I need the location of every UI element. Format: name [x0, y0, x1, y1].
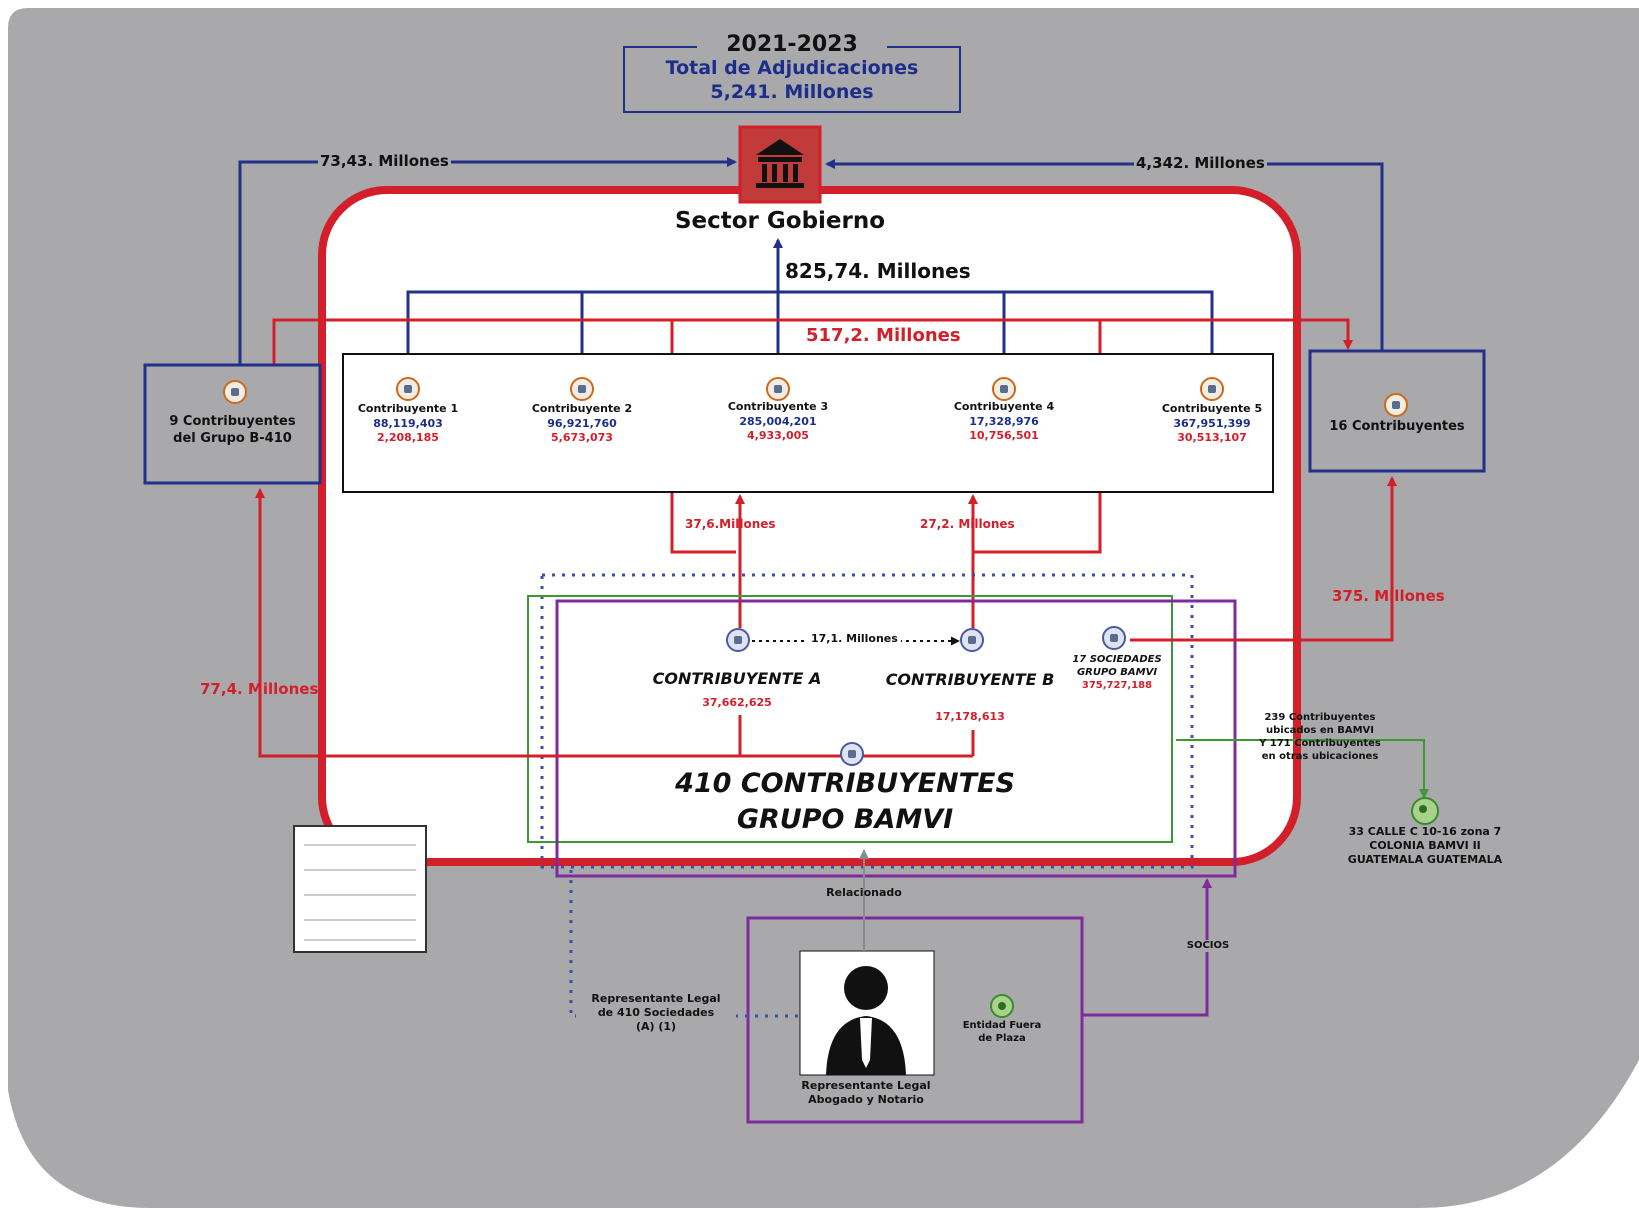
location-note-1: 239 Contribuyentes: [1264, 712, 1376, 723]
contributor-5-red: 30,513,107: [1177, 431, 1247, 444]
right-group-label: 16 Contribuyentes: [1329, 419, 1465, 434]
government-building-icon: [752, 135, 808, 191]
red-span: [269, 318, 1353, 370]
flow-center-red-label: 517,2. Millones: [806, 325, 961, 346]
contributor-4-icon: [992, 377, 1016, 401]
rep410-line1: Representante Legal: [576, 992, 736, 1006]
bamvi-purple-box: [555, 599, 1237, 878]
left-group-line2: del Grupo B-410: [173, 431, 292, 446]
contributor-3-icon: [766, 377, 790, 401]
bamvi-green-box: [527, 595, 1173, 843]
rep410-line3: (A) (1): [635, 1020, 677, 1033]
contributor-2-blue: 96,921,760: [547, 417, 617, 430]
bamvi-main-icon: [840, 742, 864, 766]
contributor-a-label: CONTRIBUYENTE A: [652, 669, 822, 688]
contributor-3-red: 4,933,005: [747, 429, 809, 442]
header-total-value: 5,241. Millones: [710, 81, 874, 103]
socios-label: SOCIOS: [1180, 940, 1236, 952]
contributor-3-name: Contribuyente 3: [727, 400, 829, 413]
contributor-2-name: Contribuyente 2: [531, 402, 633, 415]
contributor-4-blue: 17,328,976: [969, 415, 1039, 428]
flow-a-to-b-label: 17,1. Millones: [808, 632, 901, 646]
location-note-4: en otras ubicaciones: [1261, 751, 1379, 762]
header-total-label: Total de Adjudicaciones: [665, 57, 919, 79]
location-addr-3: GUATEMALA GUATEMALA: [1347, 853, 1503, 866]
contributor-5-icon: [1200, 377, 1224, 401]
contributor-1-name: Contribuyente 1: [357, 402, 459, 415]
flow-right-top-label: 4,342. Millones: [1134, 154, 1267, 173]
contributor-3-blue: 285,004,201: [739, 415, 817, 428]
sociedades-line2: GRUPO BAMVI: [1076, 667, 1158, 678]
contributor-5-name: Contribuyente 5: [1161, 402, 1263, 415]
flow-left-top-label: 73,43. Millones: [318, 152, 451, 171]
thumbnail-doc: [293, 825, 427, 953]
entity-line2: de Plaza: [978, 1033, 1026, 1044]
location-note-2: ubicados en BAMVI: [1266, 725, 1374, 736]
flow-to-left-group: [255, 488, 973, 758]
flow-left-group-label: 77,4. Millones: [200, 680, 319, 698]
flow-right-top: [825, 159, 1384, 350]
contributors-box: [342, 353, 1274, 493]
rep-legal-line1: Representante Legal: [801, 1079, 931, 1092]
rep410-line2: de 410 Sociedades: [576, 1006, 736, 1020]
bamvi-main-line2: GRUPO BAMVI: [736, 804, 954, 835]
socios-line: [1082, 878, 1212, 1017]
flow-right-group-label: 375. Millones: [1332, 587, 1445, 605]
flow-b-up-label: 27,2. Millones: [920, 517, 1015, 531]
right-group-icon: [1384, 393, 1408, 417]
left-group-line1: 9 Contribuyentes: [169, 414, 296, 429]
flow-a-up-label: 37,6.Millones: [685, 517, 776, 531]
relacionado-label: Relacionado: [826, 886, 902, 899]
bamvi-main-line1: 410 CONTRIBUYENTES: [675, 768, 1015, 799]
entity-icon: [990, 994, 1014, 1018]
contributor-4-red: 10,756,501: [969, 429, 1039, 442]
contributor-b-label: CONTRIBUYENTE B: [885, 670, 1055, 689]
contributor-a-icon: [726, 628, 750, 652]
entity-line1: Entidad Fuera: [962, 1020, 1042, 1031]
contributor-1-blue: 88,119,403: [373, 417, 443, 430]
location-addr-1: 33 CALLE C 10-16 zona 7: [1348, 825, 1502, 838]
contributor-2-icon: [570, 377, 594, 401]
contributor-2-red: 5,673,073: [551, 431, 613, 444]
header-years: 2021-2023: [697, 32, 887, 58]
flow-left-top: [238, 157, 737, 365]
left-group-icon: [223, 380, 247, 404]
location-pin-icon: [1411, 797, 1439, 825]
flow-location: [1176, 739, 1429, 799]
contributor-1-icon: [396, 377, 420, 401]
flow-to-right-group: [1130, 476, 1397, 642]
contributor-4-name: Contribuyente 4: [953, 400, 1055, 413]
location-note-3: Y 171 Contribuyentes: [1259, 738, 1381, 749]
contributor-a-value: 37,662,625: [702, 696, 772, 709]
sociedades-icon: [1102, 626, 1126, 650]
flow-center-blue-label: 825,74. Millones: [785, 259, 971, 283]
sociedades-value: 375,727,188: [1081, 680, 1153, 691]
contributor-b-value: 17,178,613: [935, 710, 1005, 723]
contributor-5-blue: 367,951,399: [1173, 417, 1251, 430]
gov-label: Sector Gobierno: [674, 208, 886, 234]
contributor-1-red: 2,208,185: [377, 431, 439, 444]
sociedades-line1: 17 SOCIEDADES: [1072, 654, 1162, 665]
contributor-b-icon: [960, 628, 984, 652]
rep-legal-line2: Abogado y Notario: [808, 1093, 924, 1106]
blue-collector: [406, 290, 1214, 385]
location-addr-2: COLONIA BAMVI II: [1369, 839, 1481, 852]
